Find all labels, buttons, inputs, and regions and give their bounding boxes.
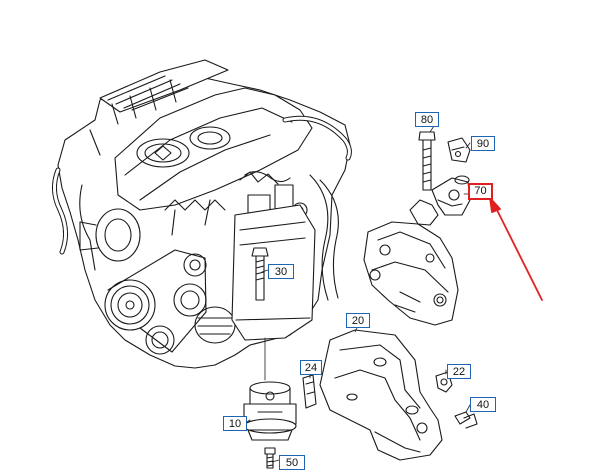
highlight-arrow xyxy=(489,197,543,301)
engine-assembly xyxy=(52,59,352,369)
callout-22[interactable]: 22 xyxy=(447,364,471,379)
callout-50[interactable]: 50 xyxy=(279,455,305,470)
part-80-bolt xyxy=(418,131,436,191)
part-70-upper-bracket xyxy=(409,175,471,226)
part-20-bracket xyxy=(319,329,443,461)
part-30-bolt xyxy=(251,247,269,301)
callout-24[interactable]: 24 xyxy=(300,360,322,375)
part-50-bolt xyxy=(264,447,276,469)
part-24-bracket xyxy=(302,374,317,409)
mount-housing xyxy=(363,221,459,326)
callout-70-highlighted[interactable]: 70 xyxy=(468,183,493,200)
part-10-engine-mount xyxy=(243,381,297,441)
callout-40[interactable]: 40 xyxy=(470,397,496,412)
part-90-clip xyxy=(447,137,471,163)
part-40-bolt xyxy=(454,411,478,429)
callout-90[interactable]: 90 xyxy=(471,136,495,151)
callout-20[interactable]: 20 xyxy=(346,313,370,328)
callout-10[interactable]: 10 xyxy=(223,416,247,431)
callout-30[interactable]: 30 xyxy=(268,264,294,279)
callout-80[interactable]: 80 xyxy=(415,112,439,127)
